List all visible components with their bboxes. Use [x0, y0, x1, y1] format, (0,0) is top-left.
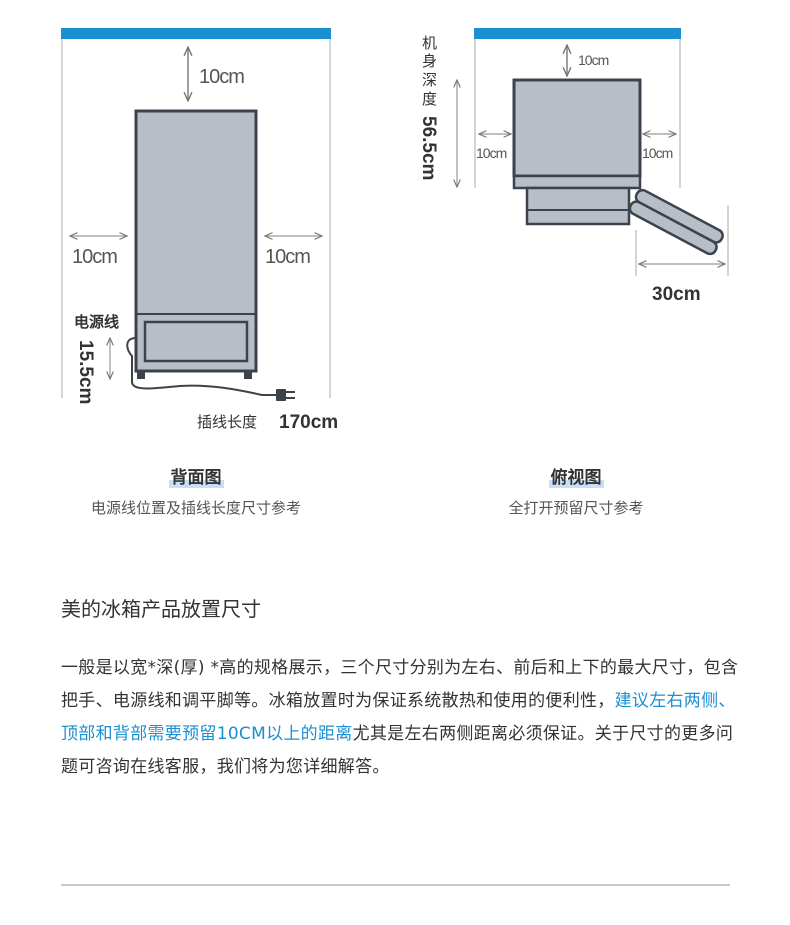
- bottom-divider: [61, 884, 730, 886]
- back-view-caption-title: 背面图: [96, 463, 296, 488]
- depth-value-label: 56.5cm: [418, 116, 439, 180]
- plug-icon: [276, 389, 295, 401]
- top-view-caption-title: 俯视图: [476, 463, 676, 488]
- depth-label-char-1: 机: [422, 34, 437, 52]
- back-foot-right: [244, 371, 252, 379]
- back-view-caption-subtitle: 电源线位置及插线长度尺寸参考: [90, 499, 301, 517]
- back-foot-left: [137, 371, 145, 379]
- top-view-left-clearance-label: 10cm: [476, 145, 507, 161]
- back-top-clearance-label: 10cm: [199, 66, 244, 88]
- back-right-clearance-label: 10cm: [265, 246, 310, 268]
- top-open-door: [628, 188, 724, 256]
- back-compressor-panel: [143, 320, 249, 363]
- section-title: 美的冰箱产品放置尺寸: [61, 597, 261, 621]
- description-text-start: 一般是以宽*深(厚) *高的规格展示，三个尺寸分别为左右、前后和上下的最大尺寸，…: [61, 658, 739, 711]
- back-view-caption-title-text: 背面图: [168, 468, 224, 488]
- door-clearance-label: 30cm: [652, 284, 701, 305]
- plug-length-label: 插线长度: [197, 413, 257, 431]
- top-view: 机 身 深 度 56.5cm 10cm 10cm 10cm 30cm: [418, 28, 729, 305]
- power-cord-label: 电源线: [74, 313, 119, 331]
- plug-length-value: 170cm: [279, 412, 338, 433]
- back-view-top-wall: [61, 28, 331, 39]
- top-view-right-clearance-label: 10cm: [642, 145, 673, 161]
- placement-diagram: 10cm 10cm 10cm 电源线 15.5cm 插线长度 170cm 机: [61, 28, 729, 433]
- top-view-wall: [474, 28, 681, 39]
- top-fridge-door-edge: [512, 174, 642, 190]
- top-fridge-body: [512, 78, 642, 178]
- top-view-caption-subtitle: 全打开预留尺寸参考: [508, 499, 644, 517]
- top-view-caption-title-text: 俯视图: [548, 468, 604, 488]
- description-text-end: 尤其是左右两侧距离必须保证。关于尺寸的更多问题可咨询在线客服，我们将为您详细解答…: [61, 724, 734, 777]
- top-open-drawer: [525, 186, 631, 226]
- back-view: 10cm 10cm 10cm 电源线 15.5cm 插线长度 170cm: [61, 28, 338, 433]
- depth-label-char-3: 深: [422, 71, 437, 89]
- top-view-top-clearance-label: 10cm: [578, 52, 609, 68]
- back-left-clearance-label: 10cm: [72, 246, 117, 268]
- depth-label-char-2: 身: [422, 52, 437, 70]
- depth-label-char-4: 度: [422, 90, 437, 108]
- cord-height-label: 15.5cm: [75, 340, 96, 404]
- description-paragraph: 一般是以宽*深(厚) *高的规格展示，三个尺寸分别为左右、前后和上下的最大尺寸，…: [61, 652, 741, 784]
- power-cord-icon: [126, 337, 276, 396]
- description-highlight: 建议左右两侧、顶部和背部需要预留10CM以上的距离: [61, 691, 736, 744]
